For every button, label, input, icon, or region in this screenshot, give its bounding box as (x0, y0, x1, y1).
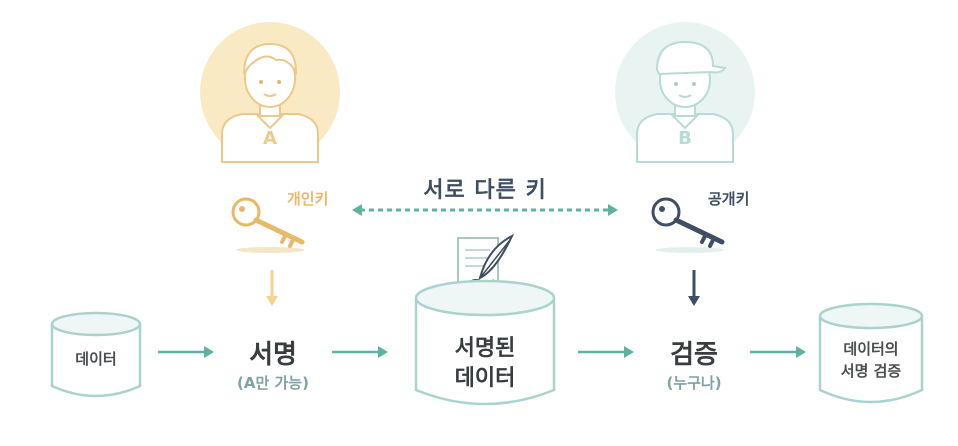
signed-data-label-line1: 서명된 (454, 336, 516, 361)
signed-data-cylinder (414, 279, 556, 406)
sign-subtitle: (A만 가능) (237, 374, 309, 392)
verified-data-cylinder (818, 302, 924, 404)
verified-data-label-line1: 데이터의 (843, 340, 899, 358)
private-key-icon (231, 197, 305, 253)
public-key-icon (651, 197, 725, 253)
signed-data-label-line2: 데이터 (454, 366, 516, 391)
person-a-badge: A (263, 128, 277, 149)
person-b-badge: B (678, 128, 692, 149)
data-cylinder (50, 311, 142, 398)
verify-title: 검증 (670, 340, 718, 370)
sign-title: 서명 (249, 340, 297, 370)
signed-data-to-verify-arrow (578, 346, 634, 358)
verify-subtitle: (누구나) (666, 374, 722, 392)
data-to-sign-arrow (158, 346, 214, 358)
key-relation-arrow (352, 204, 618, 216)
public-key-to-verify-arrow (688, 270, 700, 306)
verified-data-label-line2: 서명 검증 (840, 362, 902, 380)
verify-to-verified-arrow (750, 346, 806, 358)
private-key-label: 개인키 (287, 190, 329, 208)
person-b-icon (615, 22, 755, 163)
sign-to-signed-data-arrow (332, 346, 388, 358)
person-a-icon (200, 22, 340, 163)
data-label: 데이터 (75, 350, 117, 368)
public-key-label: 공개키 (708, 190, 750, 208)
key-relation-label: 서로 다른 키 (423, 178, 547, 203)
private-key-to-sign-arrow (266, 270, 278, 306)
